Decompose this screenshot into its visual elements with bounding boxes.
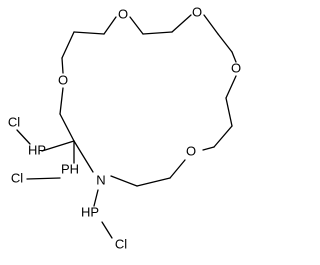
bond-p-middle-cl bbox=[26, 177, 61, 180]
bond-n-p-lower bbox=[93, 189, 99, 207]
atom-nitrogen: N bbox=[96, 172, 105, 187]
bond-c-c-right-1 bbox=[217, 33, 233, 53]
atom-oxygen-right: O bbox=[231, 60, 241, 75]
atom-phosphine-upper: HP bbox=[28, 142, 46, 157]
bond-c-o2 bbox=[171, 14, 192, 33]
bond-cq-p-upper bbox=[41, 140, 75, 152]
bond-c-o3 bbox=[231, 51, 237, 63]
atom-labels: O O O O O N Cl HP Cl PH HP Cl bbox=[8, 4, 241, 251]
substituent-bonds bbox=[16, 129, 113, 239]
bond-c-c-left-1 bbox=[61, 31, 75, 59]
bond-c-o4 bbox=[202, 146, 215, 151]
bond-p-upper-cl bbox=[16, 129, 31, 145]
bond-c-c-right-3 bbox=[213, 125, 233, 148]
bond-c-c-top-right bbox=[142, 31, 173, 35]
atom-oxygen-left: O bbox=[58, 72, 68, 87]
atom-chlorine-upper: Cl bbox=[8, 114, 20, 129]
bond-c-n bbox=[110, 175, 138, 187]
atom-phosphine-middle: PH bbox=[61, 161, 79, 176]
bond-c-c-right-2 bbox=[225, 97, 233, 127]
bond-c-o1 bbox=[103, 16, 117, 35]
bond-o4-c bbox=[169, 159, 186, 179]
atom-chlorine-middle: Cl bbox=[11, 170, 23, 185]
bond-o2-c bbox=[203, 14, 219, 35]
bond-c-c-top-left bbox=[73, 31, 105, 35]
bond-c-c-bottom bbox=[136, 177, 171, 187]
atom-phosphine-lower: HP bbox=[81, 204, 99, 219]
bond-c-o-left bbox=[61, 57, 64, 74]
bond-o1-c bbox=[129, 16, 144, 35]
ring-bonds bbox=[59, 14, 237, 187]
bond-o-left-c bbox=[59, 87, 64, 115]
bond-o3-c bbox=[225, 75, 237, 99]
atom-chlorine-lower: Cl bbox=[115, 236, 127, 251]
bond-p-lower-cl bbox=[101, 221, 113, 239]
bond-cq-n bbox=[73, 140, 94, 173]
molecule-structure-diagram: O O O O O N Cl HP Cl PH HP Cl bbox=[8, 4, 241, 251]
bond-c-cq bbox=[59, 113, 75, 142]
atom-oxygen-top-right: O bbox=[192, 4, 202, 19]
atom-oxygen-bottom-right: O bbox=[186, 143, 196, 158]
atom-oxygen-top-left: O bbox=[118, 6, 128, 21]
